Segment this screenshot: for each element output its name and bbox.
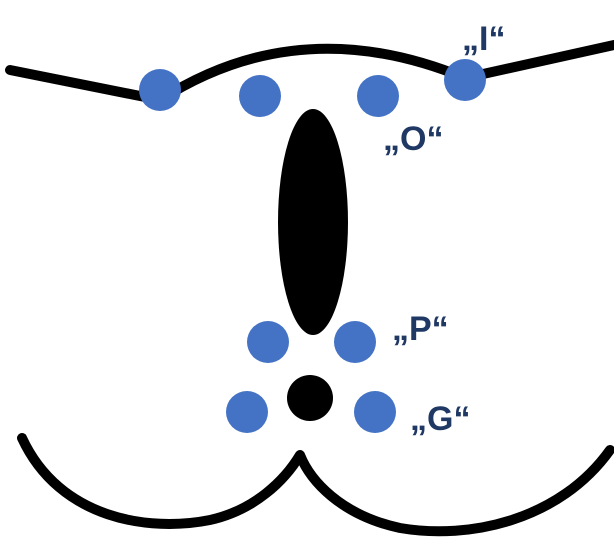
dot-p-right [334,321,376,363]
label-o: „O“ [383,120,443,158]
central-oval [278,109,348,335]
upper-outline [10,45,614,100]
dot-g-right [354,391,396,433]
dot-upper-center-left [239,75,281,117]
lower-outline [22,438,610,531]
dot-upper-right [444,59,486,101]
dot-upper-left [139,69,181,111]
dot-upper-center-right [357,75,399,117]
label-p: „P“ [392,310,449,348]
label-g: „G“ [410,400,470,438]
small-circle [287,375,333,421]
dot-p-left [247,321,289,363]
dot-g-left [226,391,268,433]
label-i: „I“ [462,20,505,58]
